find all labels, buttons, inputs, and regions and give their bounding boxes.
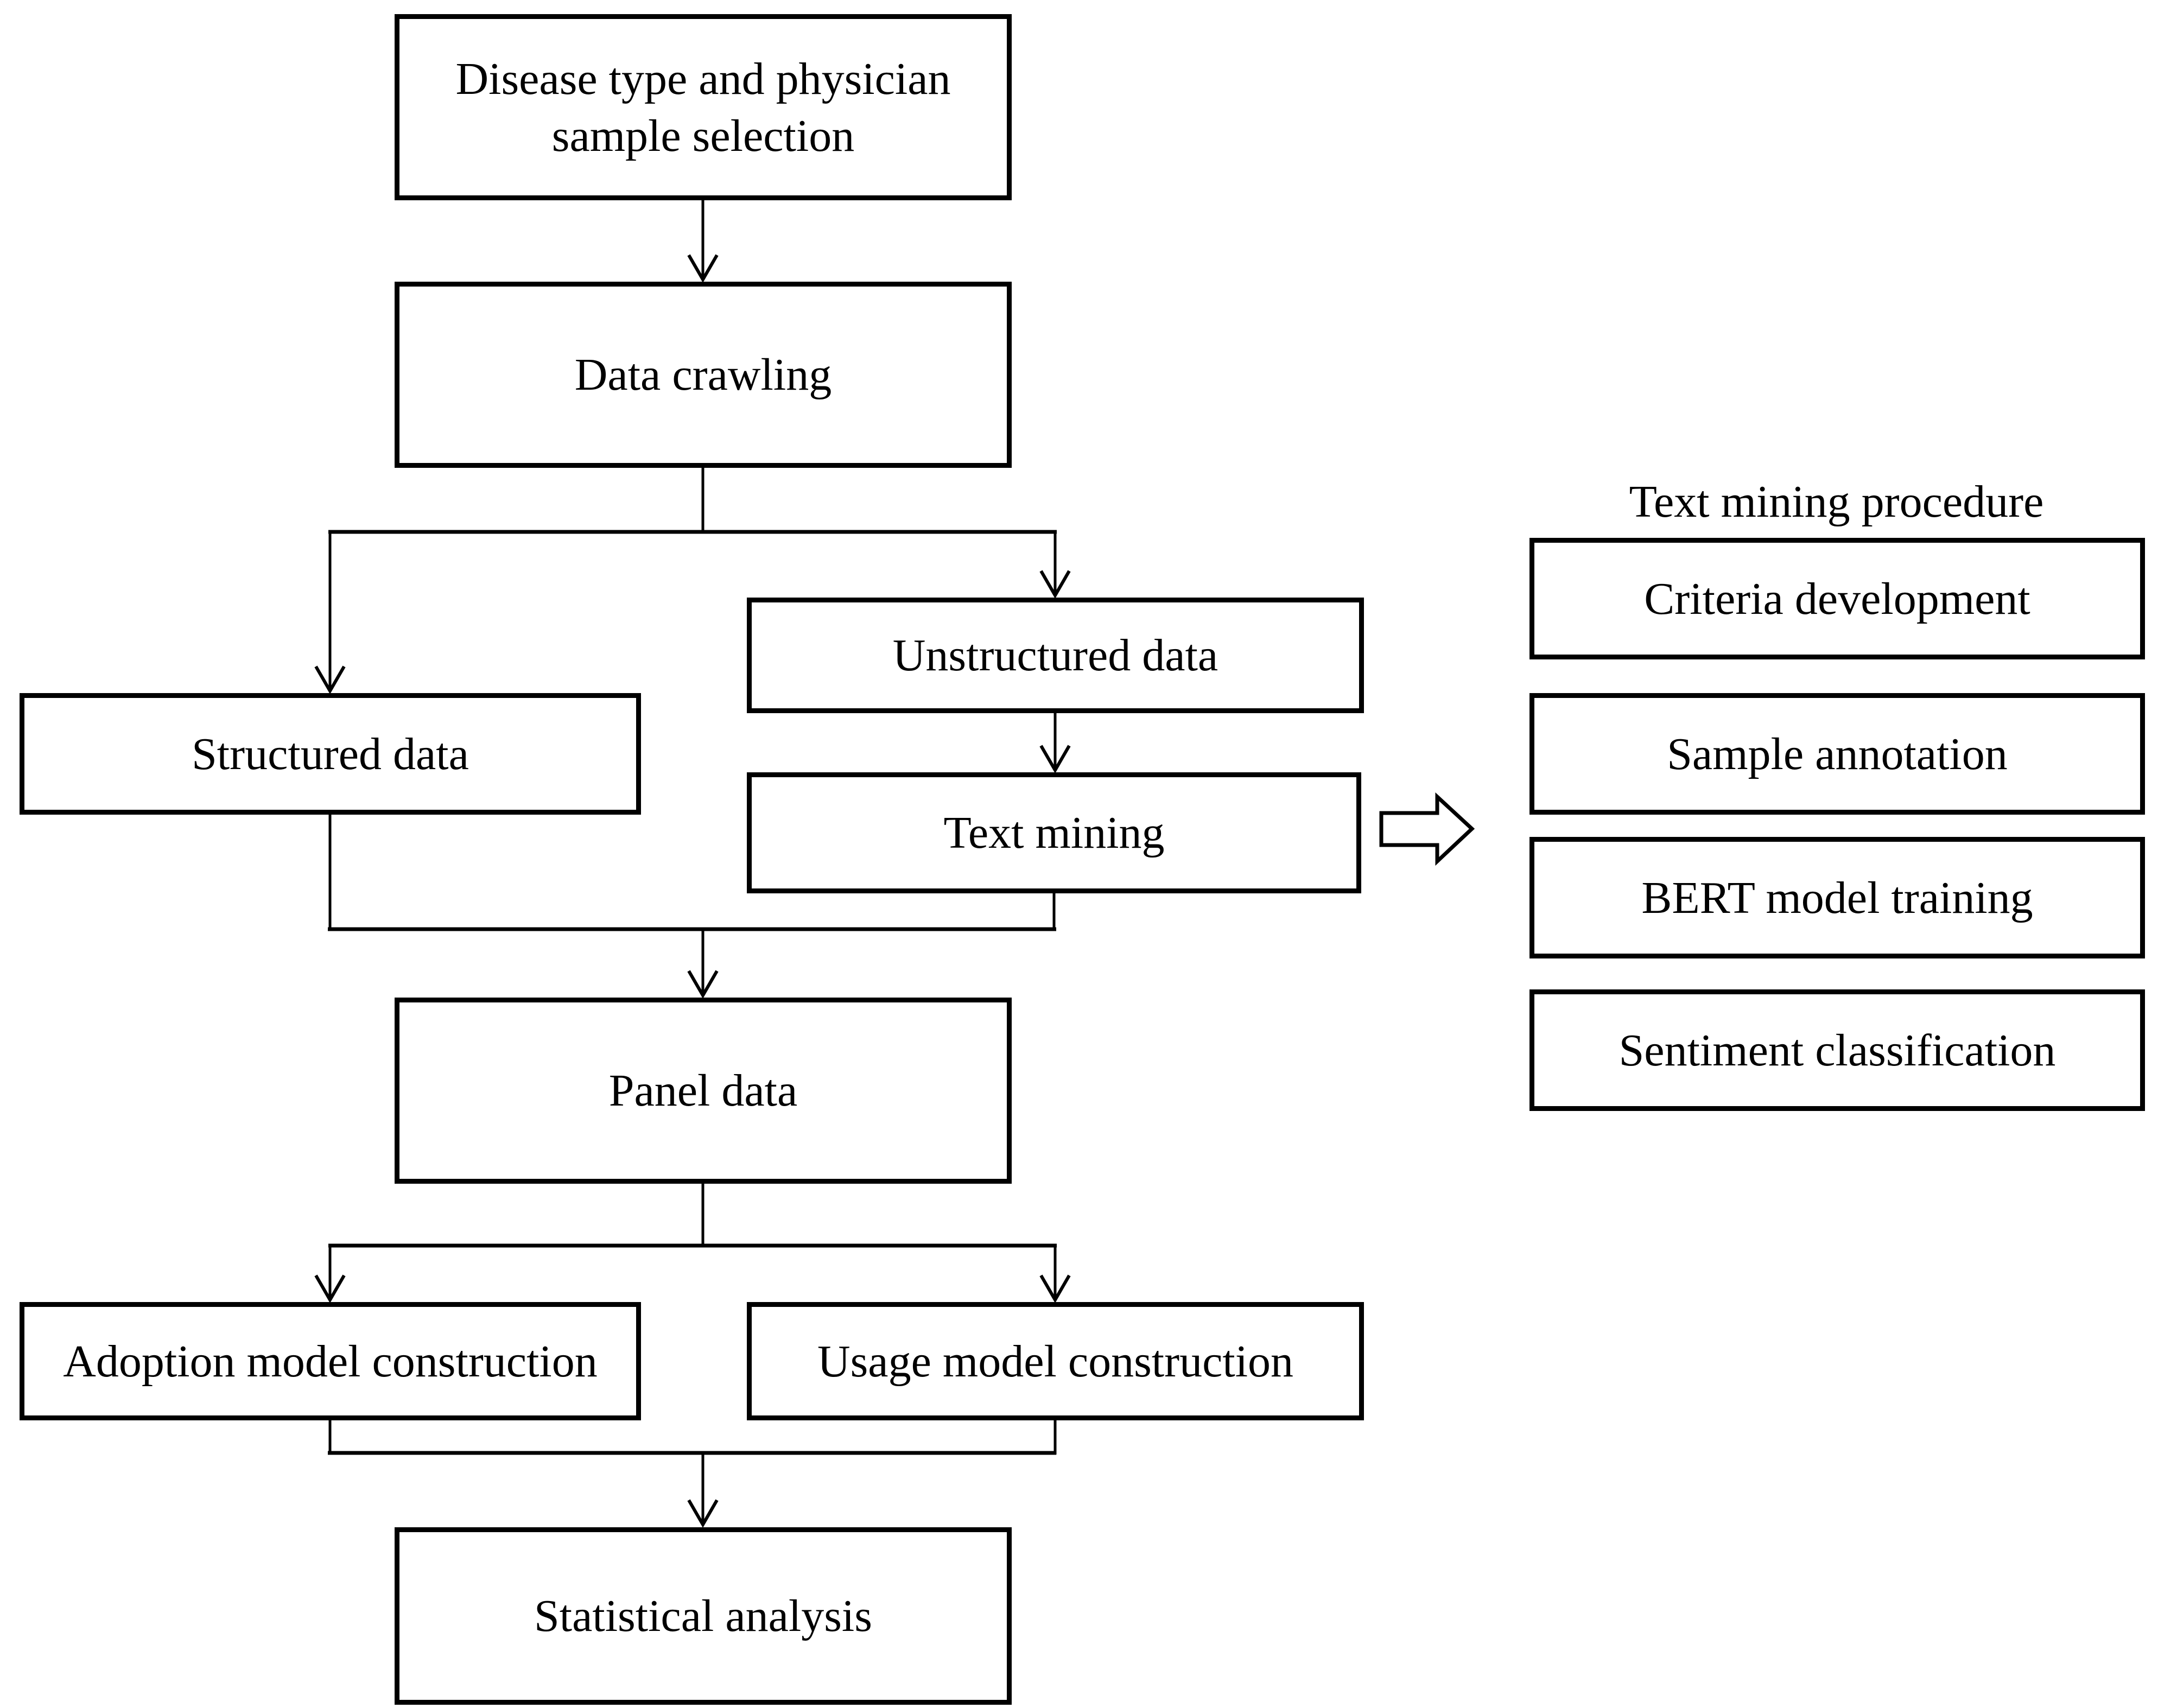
node-structured-data: Structured data [20, 693, 641, 815]
arrowhead-into-structured [314, 665, 346, 694]
arrowhead-into-statistical [687, 1499, 719, 1528]
procedure-step-bert: BERT model training [1529, 837, 2145, 958]
arrowhead-into-unstructured [1039, 570, 1071, 599]
node-disease-selection: Disease type and physician sample select… [395, 14, 1012, 200]
arrowhead-into-panel [687, 970, 719, 999]
node-statistical-analysis: Statistical analysis [395, 1527, 1012, 1705]
procedure-step-annotation: Sample annotation [1529, 693, 2145, 815]
node-text-mining: Text mining [747, 772, 1361, 893]
arrowhead-into-adoption [314, 1274, 346, 1303]
procedure-step-criteria: Criteria development [1529, 538, 2145, 659]
arrowhead-into-usage [1039, 1274, 1071, 1303]
arrowhead-into-textmining [1039, 745, 1071, 773]
procedure-step-sentiment: Sentiment classification [1529, 989, 2145, 1111]
node-adoption-model: Adoption model construction [20, 1302, 641, 1420]
node-data-crawling: Data crawling [395, 282, 1012, 468]
node-usage-model: Usage model construction [747, 1302, 1364, 1420]
hollow-right-arrow-icon [1379, 792, 1475, 866]
arrowhead-into-crawling [687, 254, 719, 283]
procedure-panel-title: Text mining procedure [1629, 476, 2044, 527]
text-mining-procedure-panel: Text mining procedure Criteria developme… [1512, 461, 2161, 1146]
node-disease-label: Disease type and physician sample select… [455, 53, 951, 161]
node-panel-data: Panel data [395, 998, 1012, 1184]
node-unstructured-data: Unstructured data [747, 598, 1364, 713]
